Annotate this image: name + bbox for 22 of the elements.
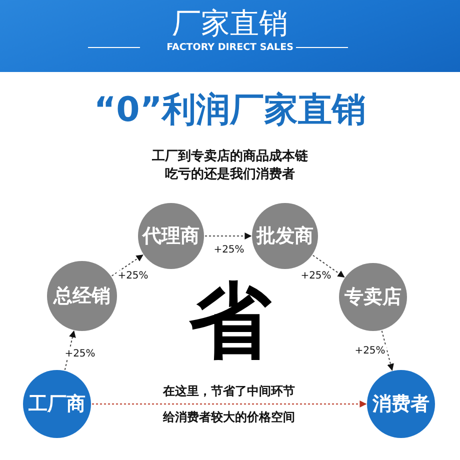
arrow xyxy=(312,254,345,278)
heading: “0”利润厂家直销 xyxy=(92,89,368,132)
node-label: 批发商 xyxy=(256,224,314,249)
node-label: 专卖店 xyxy=(344,285,402,310)
edge-label: +25% xyxy=(64,348,96,360)
intro-text: 工厂到专卖店的商品成本链吃亏的还是我们消费者 xyxy=(151,148,309,184)
arrow xyxy=(111,254,144,276)
arrow xyxy=(204,232,252,240)
edge-label: +25% xyxy=(116,270,150,282)
node-label: 代理商 xyxy=(142,224,200,249)
arrow xyxy=(381,330,394,371)
arrow xyxy=(92,400,367,408)
big-character: 省 xyxy=(188,273,272,371)
node-label: 总经销 xyxy=(54,284,110,309)
node-label: 消费者 xyxy=(372,392,430,417)
title: 厂家直销 xyxy=(171,6,289,40)
edge-label: +25% xyxy=(300,270,332,282)
subtitle: FACTORY DIRECT SALES xyxy=(166,41,294,55)
node-label: 工厂商 xyxy=(28,392,86,417)
edge-label: 在这里，节省了中间环节给消费者较大的价格空间 xyxy=(162,383,296,426)
edge-label: +25% xyxy=(212,244,246,256)
edge-label: +25% xyxy=(354,346,386,356)
